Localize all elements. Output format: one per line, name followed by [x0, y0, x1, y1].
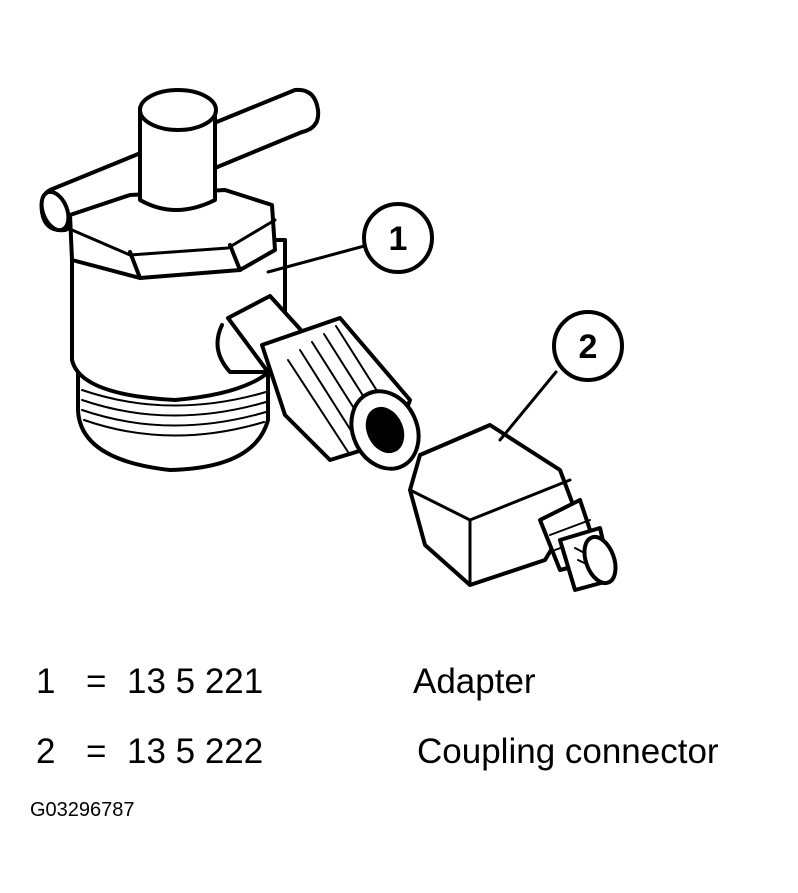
adapter-part — [39, 87, 421, 472]
legend-part-number: 13 5 221 — [127, 662, 264, 701]
legend-row-1: 1 = 13 5 221 Adapter — [0, 662, 798, 706]
legend-number: 2 — [36, 732, 56, 771]
legend-number: 1 — [36, 662, 56, 701]
parts-illustration: 1 2 — [39, 87, 624, 592]
callout-2-leader — [498, 370, 558, 442]
coupling-connector-part — [408, 423, 618, 592]
legend-equals: = — [86, 732, 107, 771]
legend-description: Coupling connector — [417, 732, 719, 771]
callout-2-label: 2 — [579, 328, 598, 366]
callout-2-circle — [552, 310, 624, 382]
legend-description: Adapter — [413, 662, 536, 701]
legend-part-number: 13 5 222 — [127, 732, 264, 771]
legend-equals: = — [86, 662, 107, 701]
callout-1-circle — [362, 202, 434, 274]
legend-row-2: 2 = 13 5 222 Coupling connector — [0, 732, 798, 776]
figure-id: G03296787 — [30, 799, 135, 821]
callout-1-leader — [266, 243, 370, 274]
callout-1-label: 1 — [389, 220, 408, 258]
